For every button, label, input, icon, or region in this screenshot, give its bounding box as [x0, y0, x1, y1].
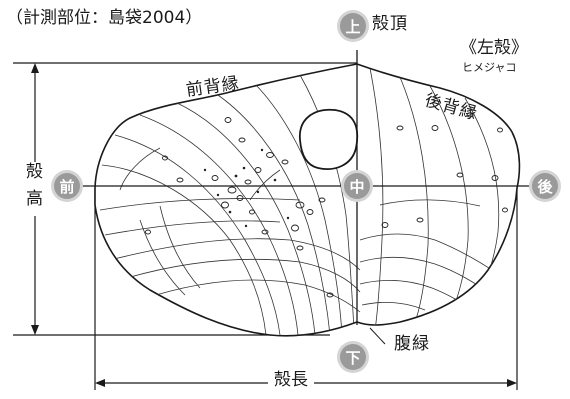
height-arrow-head-bottom: [31, 325, 39, 335]
ventral-margin-label: 腹緑: [394, 334, 430, 354]
marker-top: 上: [340, 13, 366, 39]
length-arrow-head-right: [507, 379, 517, 387]
marker-center: 中: [344, 173, 370, 199]
height-arrow-head-top: [31, 63, 39, 73]
byssal-opening: [299, 108, 359, 170]
species-name: ヒメジャコ: [462, 61, 517, 74]
figure-title: （計測部位：島袋2004）: [6, 8, 203, 28]
shell-height-label: 殻高: [18, 162, 45, 216]
shell-length-label: 殻長: [268, 372, 314, 389]
shell-side-label: 《左殻》: [460, 38, 528, 58]
shell-outline: [94, 63, 521, 337]
marker-bottom: 下: [340, 344, 366, 370]
umbo-label: 殻頂: [372, 14, 408, 34]
ventral-leader: [369, 327, 386, 345]
shell-dots: [203, 148, 290, 228]
length-arrow-head-left: [95, 379, 105, 387]
marker-back: 後: [532, 173, 558, 199]
shell-height-text: 殻高: [18, 162, 45, 216]
marker-front: 前: [54, 173, 80, 199]
shell-tubercles: [145, 112, 508, 298]
